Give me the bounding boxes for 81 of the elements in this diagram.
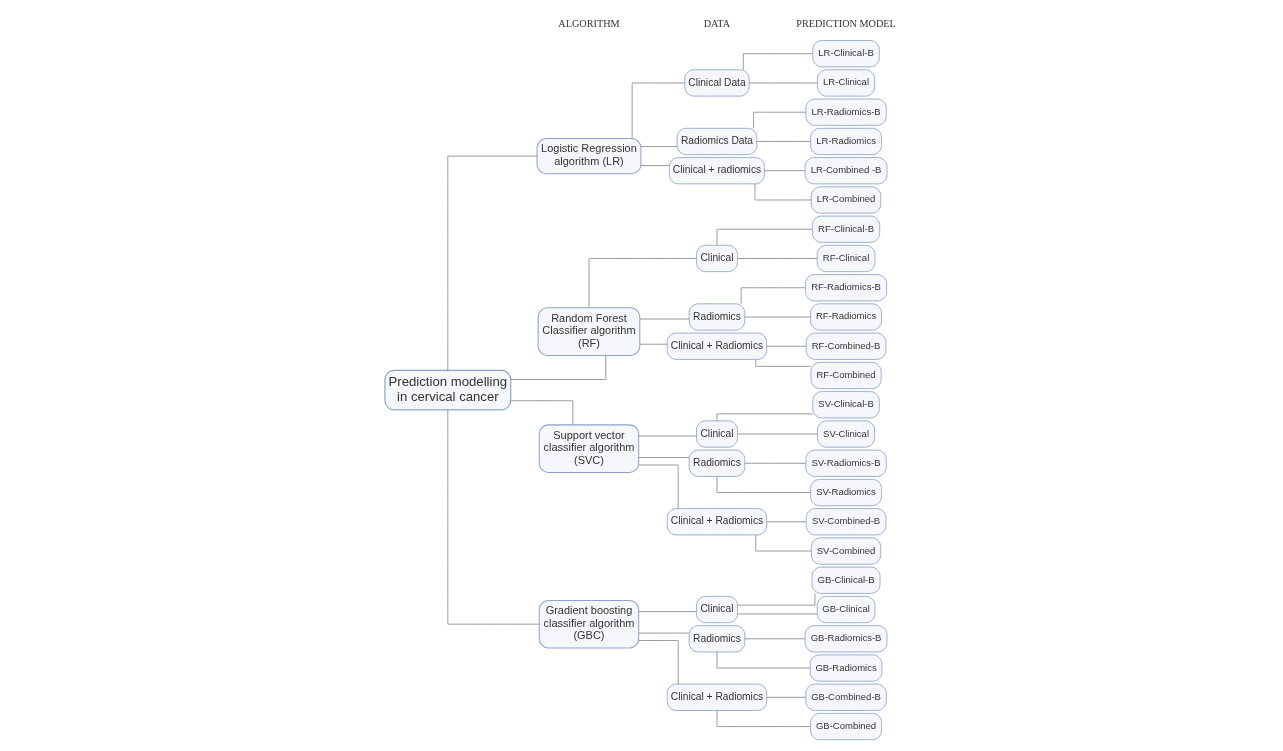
connector — [754, 534, 812, 552]
connector — [637, 435, 697, 437]
node-box: LR-Combined — [810, 186, 881, 214]
connector — [744, 462, 806, 464]
connector — [742, 53, 813, 71]
connector — [639, 343, 668, 345]
connector — [509, 400, 573, 426]
connector — [744, 316, 811, 318]
connector — [765, 521, 806, 523]
connector — [748, 82, 818, 84]
node-box: Radiomics Data — [676, 127, 757, 156]
node-box: RF-Combined — [810, 361, 882, 390]
node-box: Random Forest Classifier algorithm (RF) — [537, 307, 640, 356]
node-box: Radiomics — [688, 449, 745, 477]
node-box: LR-Clinical — [816, 69, 875, 97]
connector — [631, 82, 685, 139]
connector — [736, 613, 817, 615]
node-box: RF-Clinical-B — [811, 215, 880, 243]
node-box: RF-Radiomics — [809, 303, 882, 331]
node-box: LR-Clinical-B — [811, 40, 880, 68]
node-box: Clinical Data — [683, 69, 750, 97]
connector — [639, 318, 689, 320]
node-box: GB-Combined — [809, 712, 882, 741]
connector — [765, 696, 806, 698]
node-box: Clinical + Radiomics — [666, 683, 767, 711]
node-box: Radiomics — [688, 625, 745, 653]
node-box: Radiomics — [688, 303, 745, 331]
connector — [736, 258, 817, 259]
node-box: Prediction modelling in cervical cancer — [383, 369, 511, 411]
connector — [446, 409, 540, 625]
node-box: SV-Radiomics — [809, 478, 882, 507]
node-box: Clinical + Radiomics — [666, 508, 767, 536]
connector — [637, 464, 679, 510]
connector — [752, 111, 806, 129]
node-box: SV-Combined — [810, 537, 881, 565]
connector — [763, 170, 805, 172]
node-box: GB-Radiomics — [809, 654, 882, 682]
connector — [637, 457, 689, 458]
node-box: GB-Combined-B — [804, 683, 887, 711]
connector — [736, 433, 818, 435]
node-box: RF-Clinical — [816, 244, 875, 273]
node-box: GB-Clinical-B — [811, 566, 880, 594]
node-box: LR-Radiomics-B — [804, 98, 887, 126]
node-box: Clinical + radiomics — [668, 157, 765, 185]
node-box: Clinical — [695, 595, 738, 624]
node-box: Support vector classifier algorithm (SVC) — [538, 424, 639, 473]
node-box: Clinical — [695, 244, 738, 273]
connector — [744, 638, 805, 640]
node-box: SV-Radiomics-B — [804, 449, 887, 477]
connector — [740, 287, 806, 305]
connector — [754, 183, 812, 201]
node-box: Logistic Regression algorithm (LR) — [536, 138, 641, 175]
connector — [640, 165, 670, 167]
connector — [588, 258, 697, 309]
connector — [637, 640, 679, 685]
connector — [754, 359, 811, 367]
node-box: RF-Combined-B — [805, 332, 886, 360]
connector — [637, 632, 689, 634]
connector — [510, 355, 606, 380]
node-box: Gradient boosting classifier algorithm (GBC) — [538, 599, 639, 649]
node-box: SV-Clinical-B — [811, 391, 880, 419]
label: DATA — [703, 18, 730, 30]
connector — [765, 345, 806, 347]
connector — [756, 141, 811, 142]
connector — [446, 155, 537, 371]
node-box: RF-Radiomics-B — [804, 274, 887, 302]
label: ALGORITHM — [557, 18, 620, 30]
connector — [736, 593, 815, 606]
node-box: LR-Radiomics — [809, 127, 882, 156]
node-box: LR-Combined -B — [804, 157, 887, 185]
node-box: GB-Clinical — [816, 595, 875, 624]
connector — [716, 228, 813, 246]
connector — [637, 611, 697, 612]
node-box: GB-Radiomics-B — [804, 625, 887, 653]
node-box: Clinical — [695, 420, 738, 448]
label: PREDICTION MODEL — [795, 18, 896, 30]
node-box: Clinical + Radiomics — [666, 332, 767, 360]
node-box: SV-Clinical — [816, 420, 875, 448]
connector — [640, 146, 677, 147]
connector — [716, 413, 813, 422]
node-box: SV-Combined-B — [805, 508, 886, 536]
